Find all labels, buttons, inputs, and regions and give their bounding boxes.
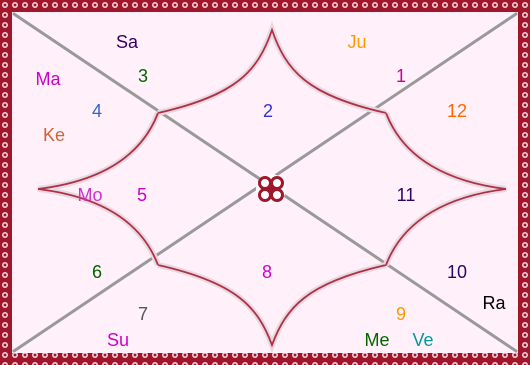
planet-su: Su <box>107 330 129 350</box>
planet-sa: Sa <box>116 32 138 52</box>
house-number-10: 10 <box>447 262 467 282</box>
planet-ke: Ke <box>43 125 65 145</box>
house-number-3: 3 <box>138 66 148 86</box>
planet-ve: Ve <box>412 330 433 350</box>
house-number-6: 6 <box>92 262 102 282</box>
planet-me: Me <box>364 330 389 350</box>
center-motif <box>256 174 286 204</box>
house-number-12: 12 <box>447 101 467 121</box>
house-number-4: 4 <box>92 101 102 121</box>
planet-ma: Ma <box>35 69 60 89</box>
house-number-7: 7 <box>138 304 148 324</box>
house-number-5: 5 <box>137 185 147 205</box>
house-number-11: 11 <box>397 185 416 205</box>
house-number-2: 2 <box>263 101 273 121</box>
planet-ju: Ju <box>347 32 366 52</box>
planet-mo: Mo <box>77 185 102 205</box>
house-number-8: 8 <box>262 262 272 282</box>
house-number-1: 1 <box>396 66 406 86</box>
house-number-9: 9 <box>396 304 406 324</box>
planet-ra: Ra <box>482 293 505 313</box>
